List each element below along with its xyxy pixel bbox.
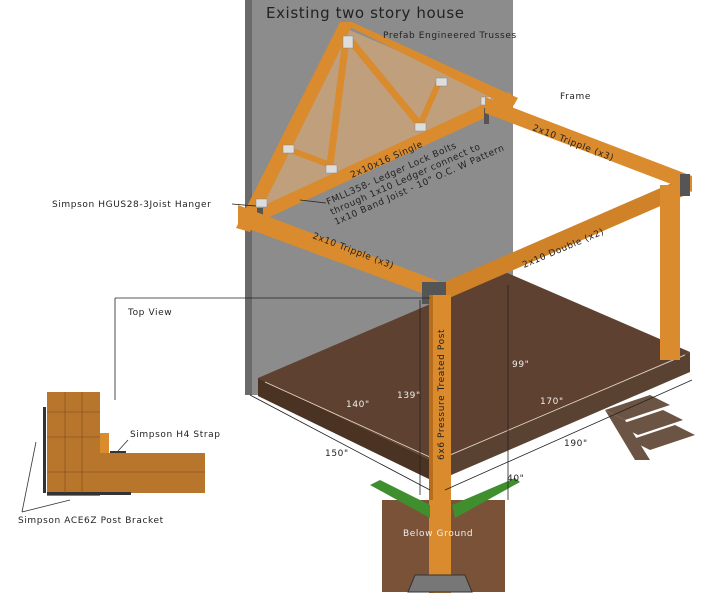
dimension-99: 99" bbox=[512, 360, 529, 370]
dimension-139: 139" bbox=[397, 391, 421, 401]
footing bbox=[370, 478, 520, 593]
dimension-150: 150" bbox=[325, 449, 349, 459]
label-post: 6x6 Pressure Treated Post bbox=[437, 329, 447, 460]
label-below-ground: Below Ground bbox=[403, 529, 473, 539]
top-view-inset bbox=[21, 392, 205, 513]
dimension-40: 40" bbox=[507, 474, 524, 484]
page-title: Existing two story house bbox=[266, 4, 465, 22]
label-frame: Frame bbox=[560, 92, 591, 102]
label-trusses: Prefab Engineered Trusses bbox=[383, 31, 517, 41]
deck bbox=[258, 272, 690, 482]
label-top-view: Top View bbox=[127, 308, 172, 318]
dimension-170: 170" bbox=[540, 397, 564, 407]
dimension-140: 140" bbox=[346, 400, 370, 410]
label-h4-strap: Simpson H4 Strap bbox=[130, 430, 221, 440]
truss bbox=[236, 22, 518, 232]
stairs bbox=[605, 395, 695, 460]
dimension-190: 190" bbox=[564, 439, 588, 449]
label-post-bracket: Simpson ACE6Z Post Bracket bbox=[18, 516, 164, 526]
dimension-lines bbox=[114, 199, 693, 500]
beams bbox=[238, 97, 692, 304]
label-joist-hanger: Simpson HGUS28-3Joist Hanger bbox=[52, 200, 211, 210]
